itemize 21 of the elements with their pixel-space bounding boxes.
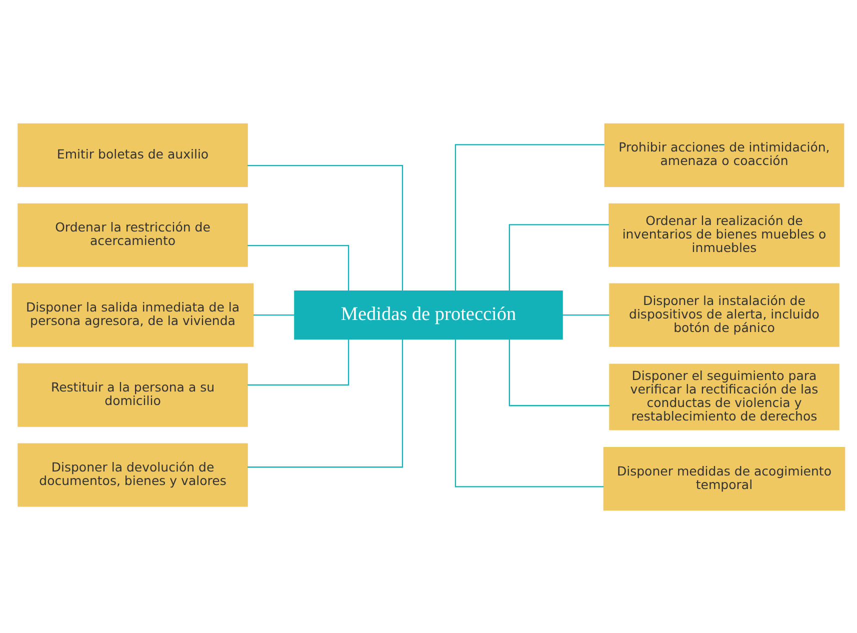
connector <box>248 338 404 468</box>
node-box: Disponer la instalación de dispositivos de alerta, incluido botón de pánico <box>609 282 840 346</box>
node-box: Disponer el seguimiento para verificar la rectificación de las conductas de violencia y restablecimiento de derechos <box>609 363 840 430</box>
node-box: Medidas de protección <box>294 290 563 340</box>
node-box: Ordenar la restricción de acercamiento <box>18 202 248 266</box>
node-box: Disponer medidas de acogimiento temporal <box>603 446 846 510</box>
connector <box>508 338 610 406</box>
connector <box>562 314 610 316</box>
node-box: Disponer la devolución de documentos, bienes y valores <box>18 442 248 506</box>
node-box: Restituir a la persona a su domicilio <box>18 362 248 426</box>
connector <box>508 224 609 290</box>
connector <box>248 164 404 290</box>
connector <box>248 339 350 385</box>
node-box: Emitir boletas de auxilio <box>18 122 248 186</box>
connector <box>248 244 350 290</box>
connector <box>454 144 604 290</box>
connector <box>253 314 294 316</box>
connector <box>454 338 604 487</box>
node-box: Prohibir acciones de intimidación, amenaza o coacción <box>604 122 844 186</box>
node-box: Disponer la salida inmediata de la persona agresora, de la vivienda <box>12 282 254 346</box>
node-box: Ordenar la realización de inventarios de bienes muebles o inmuebles <box>608 202 840 266</box>
